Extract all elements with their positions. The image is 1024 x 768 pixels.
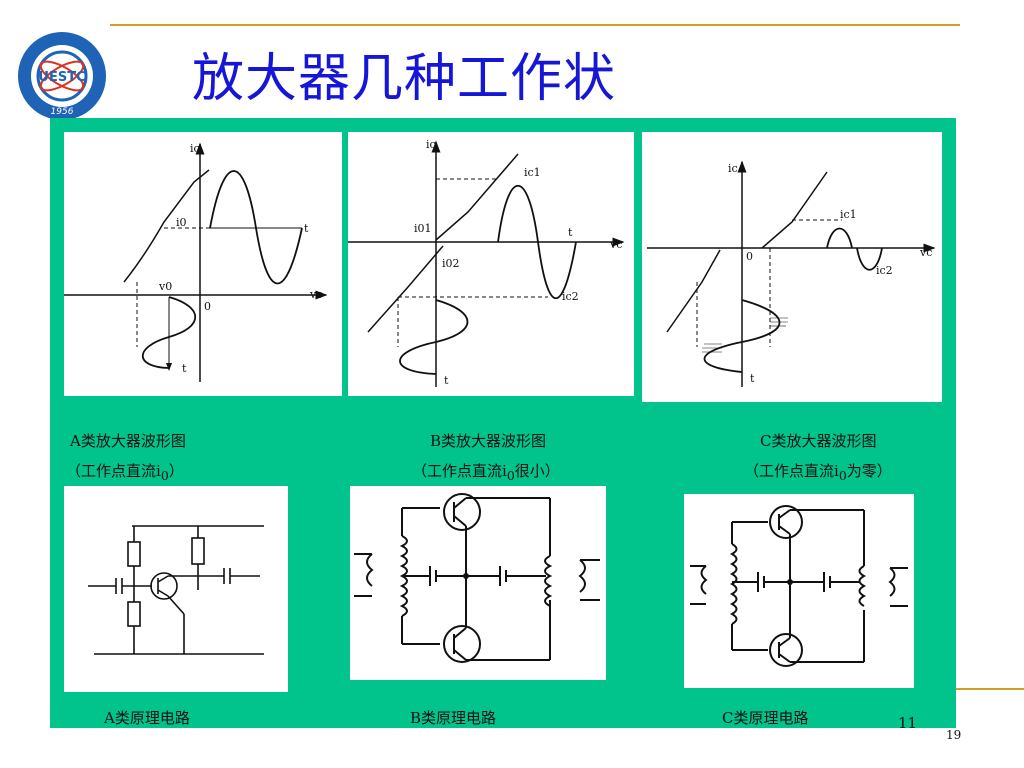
logo-year: 1956 [51,107,74,117]
label-ic1: ic1 [840,208,857,221]
label-i01: i01 [414,222,432,235]
label-ic: ic [190,142,200,155]
caption-c-sub: （工作点直流i0为零） [744,462,892,483]
caption-a-sub: （工作点直流i0） [66,462,184,483]
label-ic: ic [728,162,738,175]
label-ic1: ic1 [524,166,541,179]
top-rule [110,24,960,26]
caption-a-title: A类放大器波形图 [70,432,186,450]
circuit-a [64,486,288,692]
caption-b-title: B类放大器波形图 [430,432,547,450]
label-vc: vc [919,246,932,259]
label-ic: ic [426,138,436,151]
label-vc: vc [309,288,322,301]
label-t-right: t [568,226,573,239]
label-i02: i02 [442,257,460,270]
label-t-bottom: t [750,372,755,385]
label-origin: 0 [746,250,753,263]
label-v0: v0 [158,280,172,293]
caption-b-circuit: B类原理电路 [410,709,497,727]
label-t-bottom: t [182,362,187,375]
uestc-logo: UESTC 1956 [18,32,106,120]
waveform-graph-b: ic ic1 i01 t vc i02 ic2 t [348,132,634,396]
waveform-graph-a: ic i0 t v0 0 vc t [64,132,342,396]
circuit-b [350,486,606,680]
circuit-c [684,494,914,688]
label-ic2: ic2 [876,264,893,277]
caption-c-title: C类放大器波形图 [760,432,877,450]
page-number: 11 [898,714,918,732]
label-ic2: ic2 [562,290,579,303]
label-vc: vc [609,238,622,251]
waveform-graph-c: ic ic1 0 vc ic2 t [642,132,942,402]
logo-text: UESTC [38,70,85,85]
caption-a-circuit: A类原理电路 [104,709,190,727]
label-t-bottom: t [444,374,449,387]
bottom-rule [956,688,1024,690]
page-title: 放大器几种工作状 [192,49,617,109]
slide-number: 19 [946,728,962,742]
caption-c-circuit: C类原理电路 [722,709,809,727]
caption-b-sub: （工作点直流i0很小） [412,462,560,483]
label-origin: 0 [204,300,211,313]
label-i0: i0 [176,216,187,229]
label-t-right: t [304,222,309,235]
